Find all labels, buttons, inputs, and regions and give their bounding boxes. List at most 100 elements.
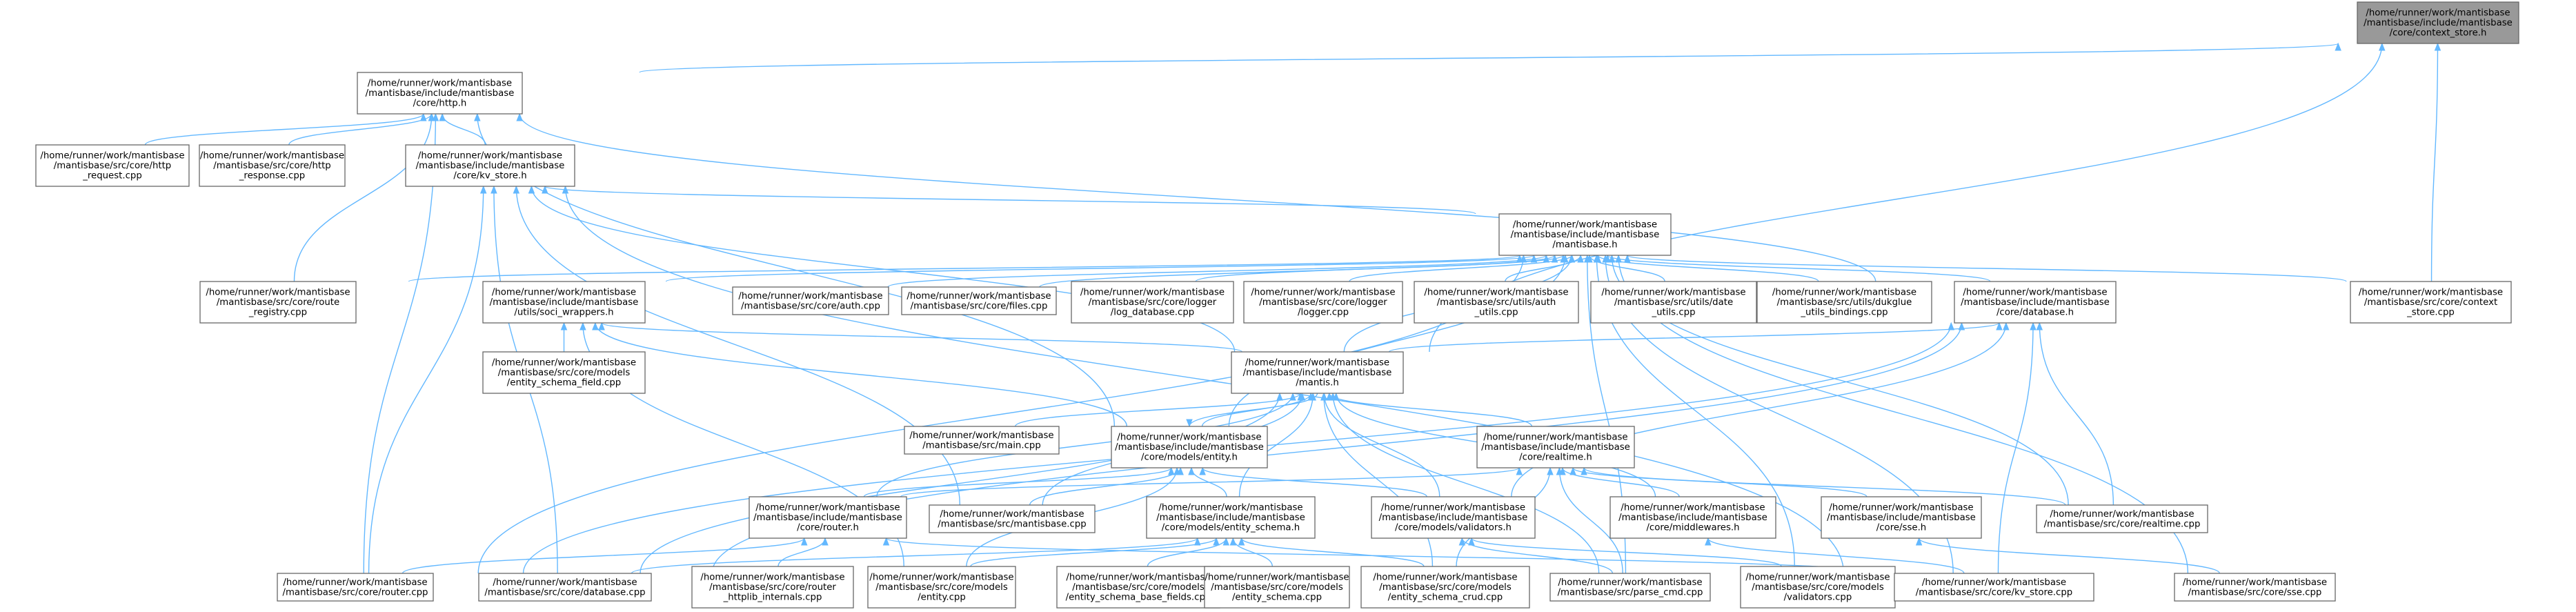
node-realtime-h[interactable]: /home/runner/work/mantisbase/mantisbase/… [1476, 426, 1635, 468]
node-box[interactable] [1071, 281, 1234, 324]
node-box[interactable] [1371, 496, 1536, 539]
node-date-utils-cpp[interactable]: /home/runner/work/mantisbase/mantisbase/… [1590, 281, 1757, 324]
node-parse-cmd-cpp[interactable]: /home/runner/work/mantisbase/mantisbase/… [1549, 573, 1711, 602]
node-auth-cpp[interactable]: /home/runner/work/mantisbase/mantisbase/… [732, 286, 889, 315]
node-router-cpp[interactable]: /home/runner/work/mantisbase/mantisbase/… [277, 573, 434, 602]
node-box[interactable] [1204, 566, 1350, 609]
node-context-store-cpp[interactable]: /home/runner/work/mantisbase/mantisbase/… [2350, 281, 2512, 324]
node-http-request-cpp[interactable]: /home/runner/work/mantisbase/mantisbase/… [35, 144, 190, 187]
node-main-cpp[interactable]: /home/runner/work/mantisbase/mantisbase/… [904, 426, 1060, 455]
node-box[interactable] [2174, 573, 2336, 602]
node-box[interactable] [1740, 566, 1896, 609]
node-http-h[interactable]: /home/runner/work/mantisbase/mantisbase/… [357, 72, 523, 115]
node-label-line: /home/runner/work/mantisbase [200, 150, 344, 161]
node-sse-cpp[interactable]: /home/runner/work/mantisbase/mantisbase/… [2174, 573, 2336, 602]
node-label-line: /mantisbase/src/core/models [1211, 582, 1343, 593]
node-box[interactable] [2036, 504, 2208, 533]
node-label-line: /home/runner/work/mantisbase [700, 572, 844, 582]
node-box[interactable] [1549, 573, 1711, 602]
arrowhead [1581, 466, 1587, 475]
arrowhead [2036, 322, 2043, 330]
node-log-database-cpp[interactable]: /home/runner/work/mantisbase/mantisbase/… [1071, 281, 1234, 324]
node-http-response-cpp[interactable]: /home/runner/work/mantisbase/mantisbase/… [199, 144, 346, 187]
arrowhead [1705, 537, 1712, 546]
node-entity-h[interactable]: /home/runner/work/mantisbase/mantisbase/… [1111, 426, 1268, 468]
node-files-cpp[interactable]: /home/runner/work/mantisbase/mantisbase/… [901, 286, 1057, 315]
node-label-line: _utils.cpp [1474, 308, 1518, 318]
node-box[interactable] [1360, 566, 1530, 609]
node-label-line: /home/runner/work/mantisbase [940, 509, 1084, 520]
node-entity-cpp[interactable]: /home/runner/work/mantisbase/mantisbase/… [867, 566, 1016, 609]
node-label-line: /validators.cpp [1784, 593, 1852, 603]
node-database-cpp[interactable]: /home/runner/work/mantisbase/mantisbase/… [478, 573, 652, 602]
node-box[interactable] [901, 286, 1057, 315]
node-box[interactable] [2357, 1, 2519, 44]
node-entity-schema-field-cpp[interactable]: /home/runner/work/mantisbase/mantisbase/… [482, 351, 646, 394]
node-validators-cpp[interactable]: /home/runner/work/mantisbase/mantisbase/… [1740, 566, 1896, 609]
node-label-line: /logger.cpp [1298, 308, 1349, 318]
node-kv-store-cpp[interactable]: /home/runner/work/mantisbase/mantisbase/… [1894, 573, 2094, 602]
node-label-line: /mantisbase/src/core/sse.cpp [2188, 587, 2322, 598]
arrowhead [1615, 254, 1622, 263]
node-box[interactable] [1756, 281, 1932, 324]
node-entity-schema-cpp[interactable]: /home/runner/work/mantisbase/mantisbase/… [1204, 566, 1350, 609]
node-box[interactable] [1243, 281, 1403, 324]
node-box[interactable] [904, 426, 1060, 455]
node-box[interactable] [199, 281, 357, 324]
node-mantisbase-cpp[interactable]: /home/runner/work/mantisbase/mantisbase/… [929, 504, 1096, 533]
arrowhead [1915, 537, 1923, 546]
node-entity-schema-base-fields-cpp[interactable]: /home/runner/work/mantisbase/mantisbase/… [1056, 566, 1220, 609]
edge-mantis_h-to-validators_h [1323, 393, 1440, 497]
node-logger-cpp[interactable]: /home/runner/work/mantisbase/mantisbase/… [1243, 281, 1403, 324]
node-box[interactable] [1821, 496, 1982, 539]
node-mantisbase-h[interactable]: /home/runner/work/mantisbase/mantisbase/… [1498, 213, 1672, 256]
node-validators-h[interactable]: /home/runner/work/mantisbase/mantisbase/… [1371, 496, 1536, 539]
node-box[interactable] [1111, 426, 1268, 468]
node-box[interactable] [1056, 566, 1220, 609]
node-httplib-internals-cpp[interactable]: /home/runner/work/mantisbase/mantisbase/… [691, 566, 854, 609]
node-box[interactable] [1231, 351, 1404, 394]
node-box[interactable] [691, 566, 854, 609]
node-kv-store-h[interactable]: /home/runner/work/mantisbase/mantisbase/… [405, 144, 575, 187]
node-box[interactable] [1590, 281, 1757, 324]
edge-middlewares_h-to-kv_store_cpp [1707, 537, 1965, 574]
node-box[interactable] [482, 281, 646, 324]
node-box[interactable] [1954, 281, 2117, 324]
node-box[interactable] [357, 72, 523, 115]
node-mantis-h[interactable]: /home/runner/work/mantisbase/mantisbase/… [1231, 351, 1404, 394]
node-box[interactable] [1146, 496, 1316, 539]
node-middlewares-h[interactable]: /home/runner/work/mantisbase/mantisbase/… [1609, 496, 1776, 539]
node-box[interactable] [478, 573, 652, 602]
node-entity-schema-crud-cpp[interactable]: /home/runner/work/mantisbase/mantisbase/… [1360, 566, 1530, 609]
node-entity-schema-h[interactable]: /home/runner/work/mantisbase/mantisbase/… [1146, 496, 1316, 539]
node-soci-wrappers-h[interactable]: /home/runner/work/mantisbase/mantisbase/… [482, 281, 646, 324]
node-database-h[interactable]: /home/runner/work/mantisbase/mantisbase/… [1954, 281, 2117, 324]
node-box[interactable] [482, 351, 646, 394]
node-label-line: /core/models/entity.h [1141, 453, 1238, 463]
node-auth-utils-cpp[interactable]: /home/runner/work/mantisbase/mantisbase/… [1414, 281, 1579, 324]
node-box[interactable] [1476, 426, 1635, 468]
node-box[interactable] [929, 504, 1096, 533]
node-box[interactable] [1609, 496, 1776, 539]
node-router-h[interactable]: /home/runner/work/mantisbase/mantisbase/… [749, 496, 907, 539]
node-box[interactable] [1498, 213, 1672, 256]
node-box[interactable] [732, 286, 889, 315]
node-box[interactable] [1894, 573, 2094, 602]
node-box[interactable] [1414, 281, 1579, 324]
node-sse-h[interactable]: /home/runner/work/mantisbase/mantisbase/… [1821, 496, 1982, 539]
node-context-store-h[interactable]: /home/runner/work/mantisbase/mantisbase/… [2357, 1, 2519, 44]
node-box[interactable] [2350, 281, 2512, 324]
node-box[interactable] [749, 496, 907, 539]
node-box[interactable] [867, 566, 1016, 609]
node-label-line: /mantisbase/src/core/models [1752, 582, 1884, 593]
node-box[interactable] [199, 144, 346, 187]
node-label-line: /home/runner/work/mantisbase [906, 291, 1051, 302]
node-duk-glue-cpp[interactable]: /home/runner/work/mantisbase/mantisbase/… [1756, 281, 1932, 324]
node-box[interactable] [277, 573, 434, 602]
node-box[interactable] [35, 144, 190, 187]
node-realtime-cpp[interactable]: /home/runner/work/mantisbase/mantisbase/… [2036, 504, 2208, 533]
node-box[interactable] [405, 144, 575, 187]
node-label-line: /home/runner/work/mantisbase [40, 150, 184, 161]
arrowhead [1562, 254, 1569, 263]
node-route-registry-cpp[interactable]: /home/runner/work/mantisbase/mantisbase/… [199, 281, 357, 324]
